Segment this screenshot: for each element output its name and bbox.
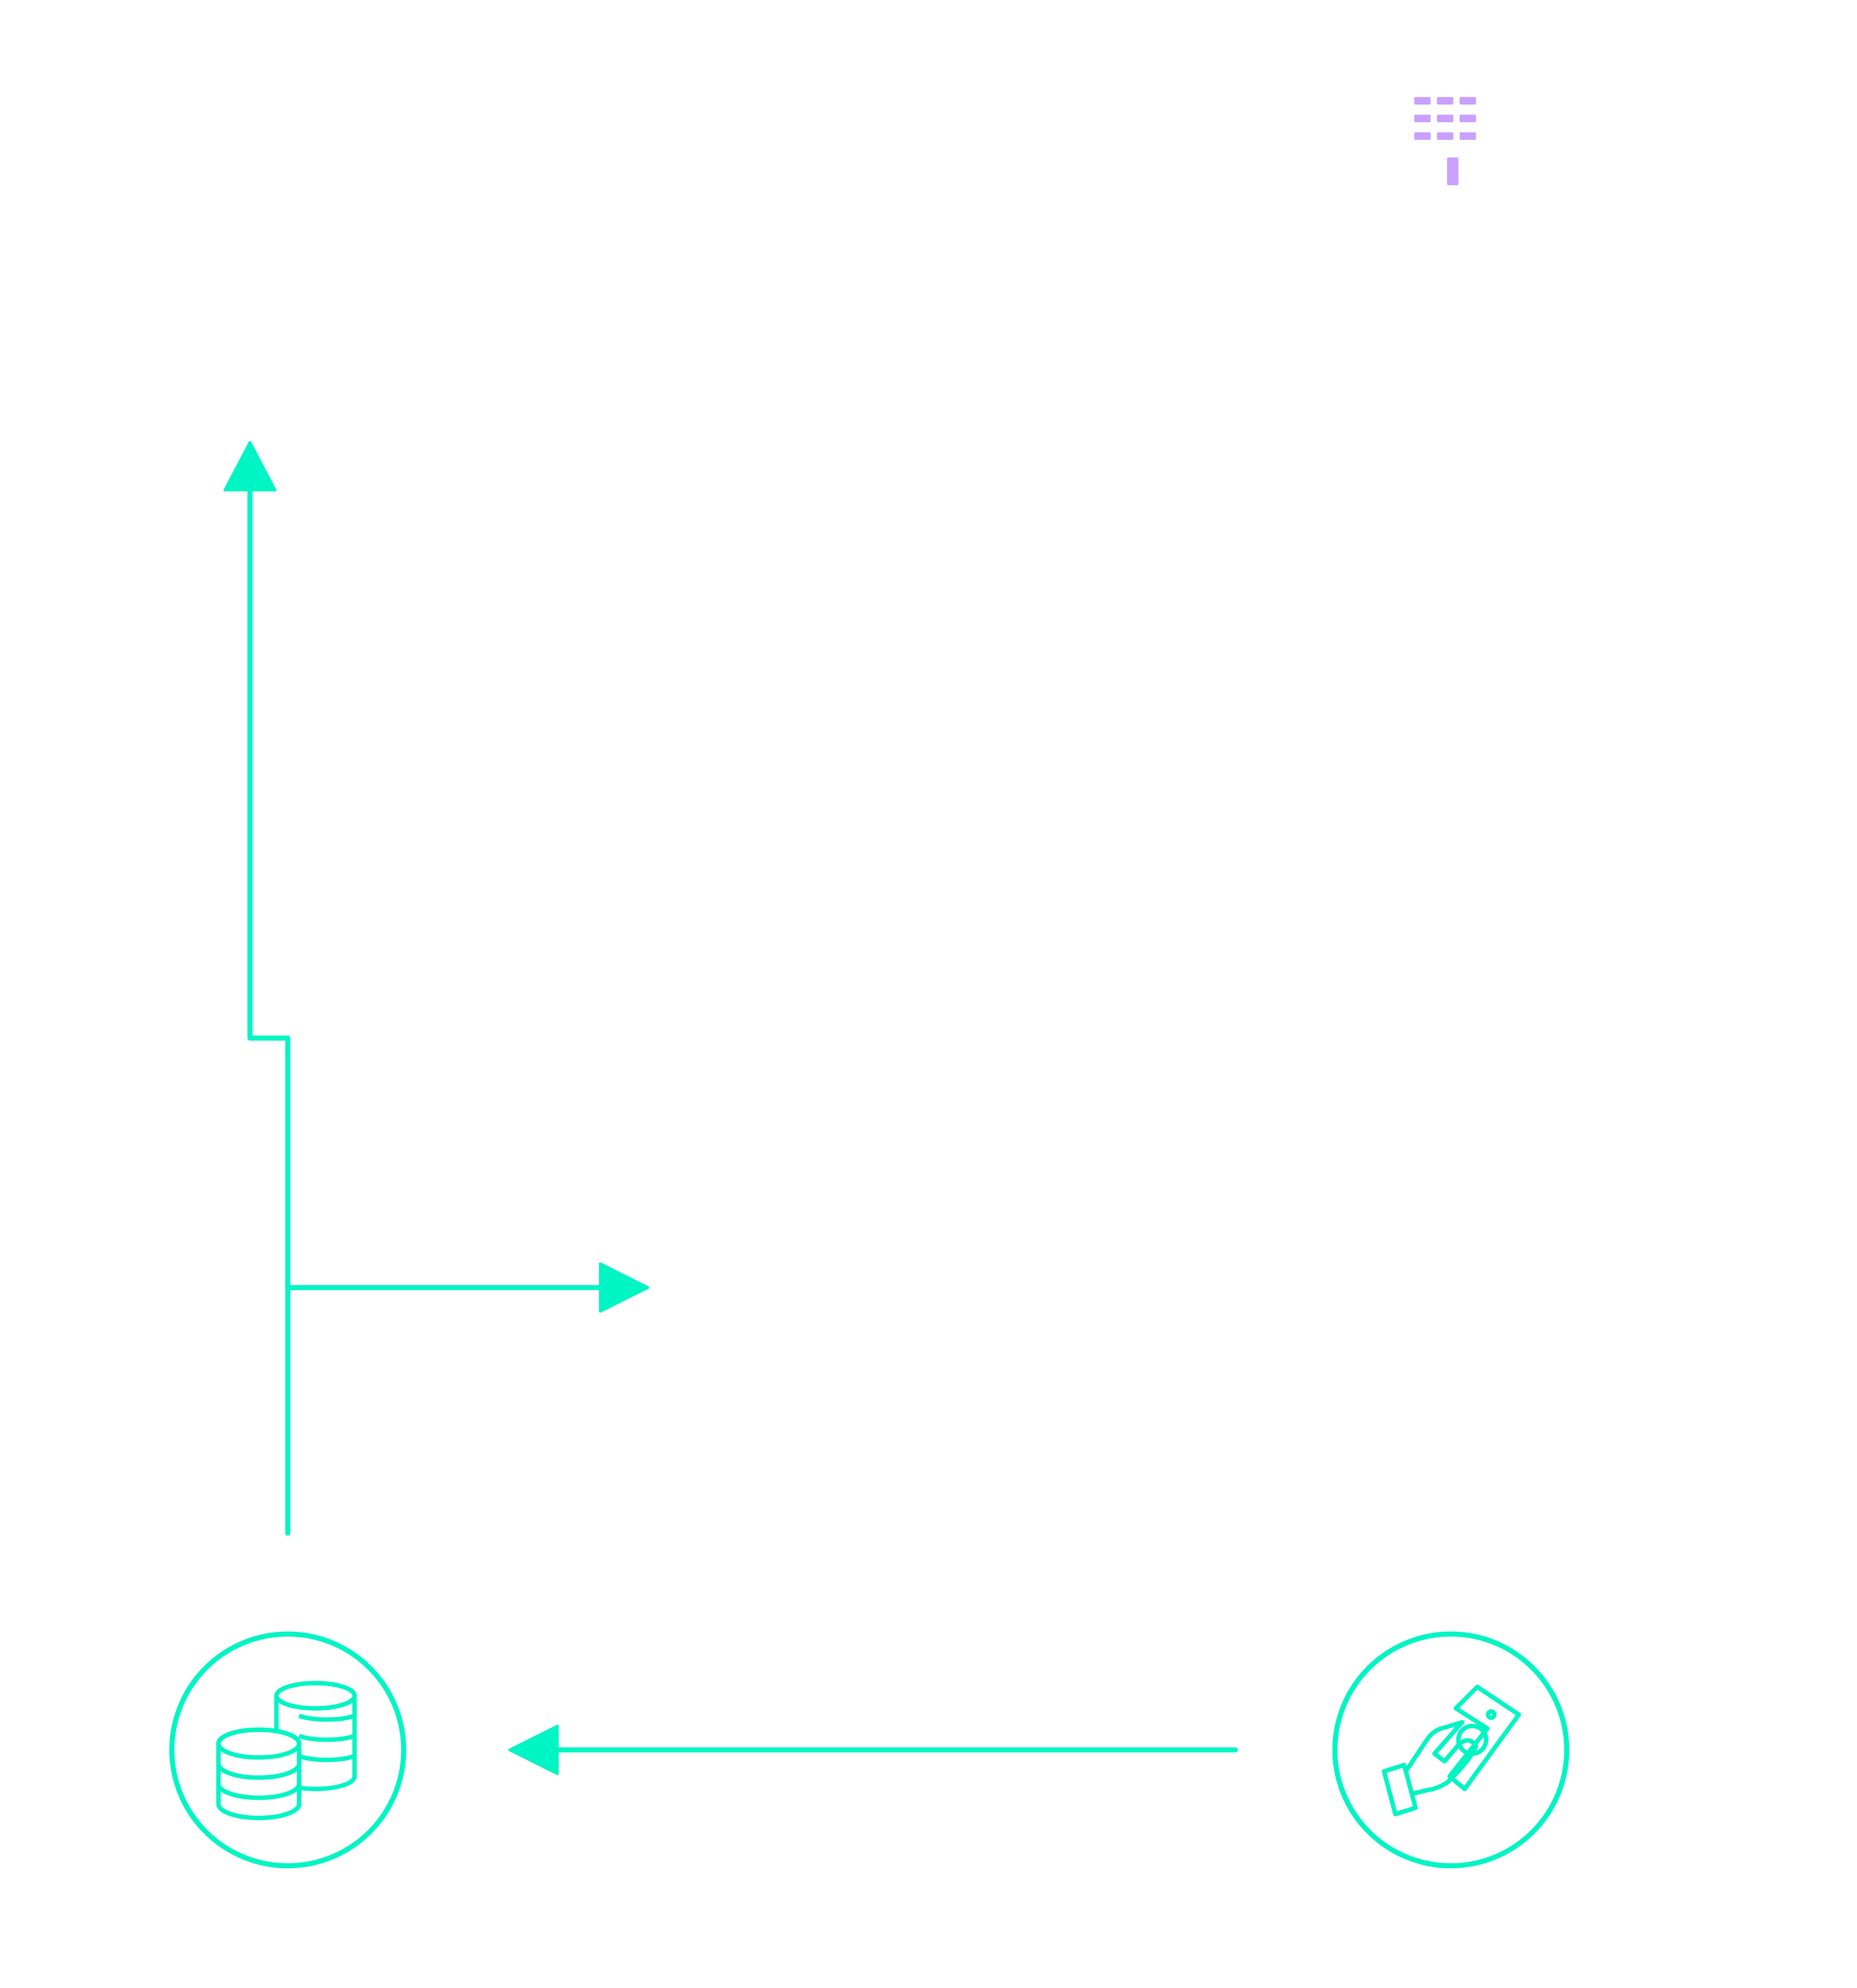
arrow-right — [598, 1262, 650, 1313]
node-payment-circle — [1332, 1631, 1570, 1869]
abacus-icon — [1414, 97, 1476, 186]
arrow-up — [223, 441, 277, 491]
node-payment — [1332, 1631, 1570, 1869]
coin-stacks-icon — [216, 1681, 357, 1821]
node-coins-circle — [169, 1631, 406, 1869]
vertical-step-line — [247, 486, 290, 1536]
arrow-left — [508, 1725, 559, 1775]
hand-holding-money-icon — [1381, 1684, 1521, 1817]
node-coins — [169, 1631, 406, 1869]
